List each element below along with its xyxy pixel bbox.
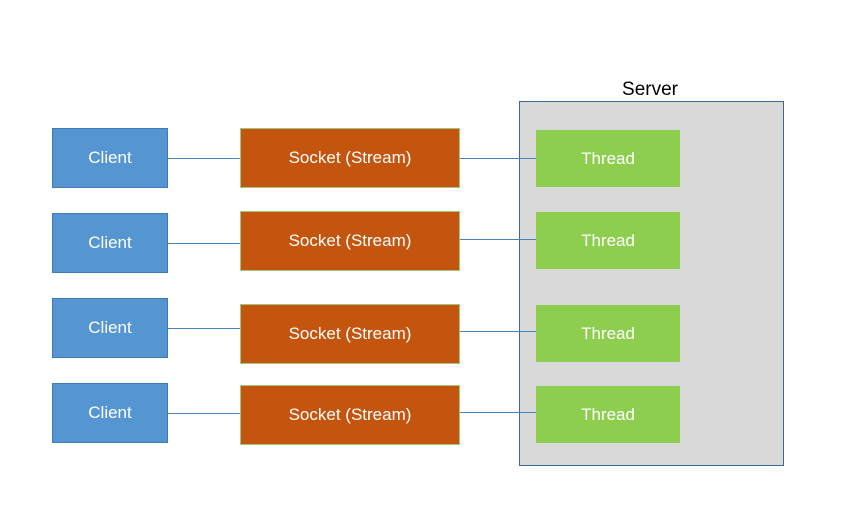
socket-box-label: Socket (Stream)	[288, 148, 412, 167]
connector-client-socket-2	[168, 243, 240, 244]
client-box-3[interactable]: Client	[52, 298, 168, 358]
thread-box-label: Thread	[581, 230, 635, 250]
socket-box-label: Socket (Stream)	[288, 231, 412, 250]
client-box-label: Client	[88, 233, 132, 252]
client-box-4[interactable]: Client	[52, 383, 168, 443]
connector-client-socket-3	[168, 328, 240, 329]
connector-socket-thread-1	[460, 158, 536, 159]
socket-box-1[interactable]: Socket (Stream)	[240, 128, 460, 188]
socket-box-2[interactable]: Socket (Stream)	[240, 211, 460, 271]
thread-box-label: Thread	[581, 404, 635, 424]
connector-client-socket-4	[168, 413, 240, 414]
thread-box-label: Thread	[581, 323, 635, 343]
client-box-label: Client	[88, 403, 132, 422]
client-box-label: Client	[88, 318, 132, 337]
connector-socket-thread-2	[460, 239, 536, 240]
connector-socket-thread-4	[460, 412, 536, 413]
server-container-label: Server	[622, 79, 678, 100]
thread-box-4[interactable]: Thread	[536, 386, 680, 443]
socket-box-4[interactable]: Socket (Stream)	[240, 385, 460, 445]
client-box-2[interactable]: Client	[52, 213, 168, 273]
client-box-1[interactable]: Client	[52, 128, 168, 188]
socket-box-label: Socket (Stream)	[288, 405, 412, 424]
connector-client-socket-1	[168, 158, 240, 159]
connector-socket-thread-3	[460, 331, 536, 332]
thread-box-3[interactable]: Thread	[536, 305, 680, 362]
client-box-label: Client	[88, 148, 132, 167]
socket-box-label: Socket (Stream)	[288, 324, 412, 343]
socket-box-3[interactable]: Socket (Stream)	[240, 304, 460, 364]
thread-box-2[interactable]: Thread	[536, 212, 680, 269]
thread-box-1[interactable]: Thread	[536, 130, 680, 187]
thread-box-label: Thread	[581, 148, 635, 168]
